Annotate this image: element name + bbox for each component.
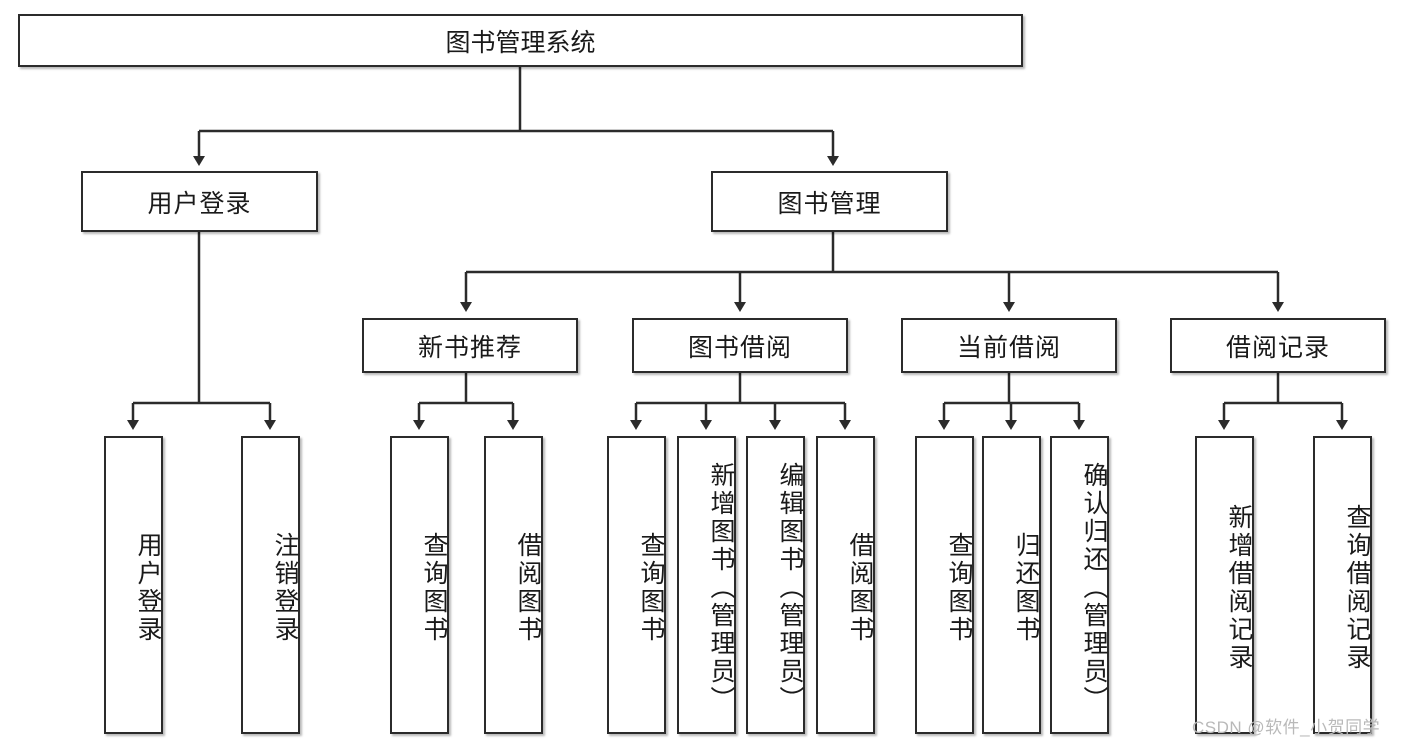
leaf-return-book[interactable]: 归还图书 <box>982 436 1041 734</box>
leaf-borrow-book-2[interactable]: 借阅图书 <box>816 436 875 734</box>
leaf-query-book-1-label: 查询图书 <box>420 532 448 644</box>
leaf-query-book-1[interactable]: 查询图书 <box>390 436 449 734</box>
leaf-edit-book[interactable]: 编辑图书（管理员） <box>746 436 805 734</box>
node-book-borrow-label: 图书借阅 <box>687 333 792 362</box>
leaf-add-book-label: 新增图书（管理员） <box>707 462 735 714</box>
leaf-logout-login[interactable]: 注销登录 <box>241 436 300 734</box>
leaf-borrow-book-2-label: 借阅图书 <box>846 532 874 644</box>
node-borrow-record-label: 借阅记录 <box>1225 333 1330 362</box>
leaf-add-record-label: 新增借阅记录 <box>1225 504 1253 672</box>
node-book-management-label: 图书管理 <box>777 189 882 218</box>
node-new-book-recommend-label: 新书推荐 <box>417 333 522 362</box>
leaf-logout-login-label: 注销登录 <box>271 532 299 644</box>
leaf-query-book-3[interactable]: 查询图书 <box>915 436 974 734</box>
csdn-watermark: CSDN @软件_小贺同学 <box>1192 718 1381 737</box>
node-root[interactable]: 图书管理系统 <box>18 14 1023 67</box>
node-book-borrow[interactable]: 图书借阅 <box>632 318 848 373</box>
leaf-query-book-2-label: 查询图书 <box>637 532 665 644</box>
node-user-login[interactable]: 用户登录 <box>81 171 318 232</box>
leaf-edit-book-label: 编辑图书（管理员） <box>776 462 804 714</box>
leaf-borrow-book-1-label: 借阅图书 <box>514 532 542 644</box>
leaf-user-login-label: 用户登录 <box>134 532 162 644</box>
node-borrow-record[interactable]: 借阅记录 <box>1170 318 1386 373</box>
node-root-label: 图书管理系统 <box>445 28 596 57</box>
leaf-add-record[interactable]: 新增借阅记录 <box>1195 436 1254 734</box>
leaf-query-record-label: 查询借阅记录 <box>1343 504 1371 672</box>
node-user-login-label: 用户登录 <box>147 189 252 218</box>
leaf-user-login[interactable]: 用户登录 <box>104 436 163 734</box>
leaf-add-book[interactable]: 新增图书（管理员） <box>677 436 736 734</box>
leaf-return-book-label: 归还图书 <box>1012 532 1040 644</box>
node-new-book-recommend[interactable]: 新书推荐 <box>362 318 578 373</box>
node-current-borrow-label: 当前借阅 <box>956 333 1061 362</box>
leaf-confirm-return-label: 确认归还（管理员） <box>1080 462 1108 714</box>
leaf-borrow-book-1[interactable]: 借阅图书 <box>484 436 543 734</box>
leaf-query-book-3-label: 查询图书 <box>945 532 973 644</box>
leaf-confirm-return[interactable]: 确认归还（管理员） <box>1050 436 1109 734</box>
node-book-management[interactable]: 图书管理 <box>711 171 948 232</box>
leaf-query-record[interactable]: 查询借阅记录 <box>1313 436 1372 734</box>
node-current-borrow[interactable]: 当前借阅 <box>901 318 1117 373</box>
leaf-query-book-2[interactable]: 查询图书 <box>607 436 666 734</box>
